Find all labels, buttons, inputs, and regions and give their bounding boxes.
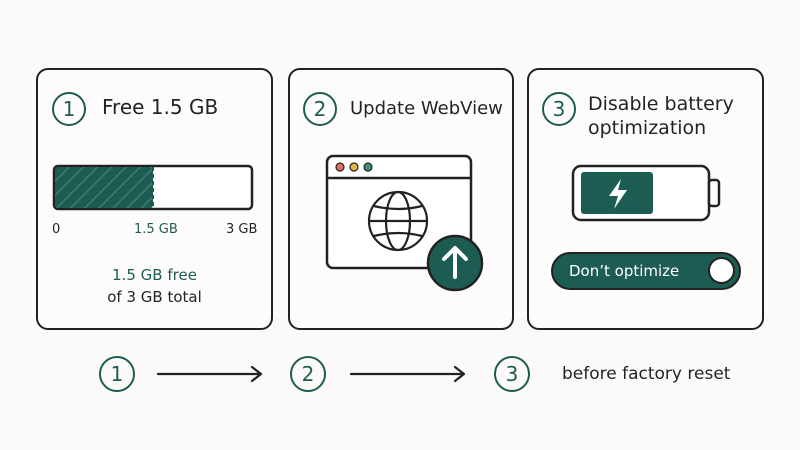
window-dot-close: [335, 162, 345, 172]
card-update-webview: 2 Update WebView: [288, 68, 514, 330]
toggle-knob[interactable]: [708, 257, 735, 284]
window-dot-minimize: [349, 162, 359, 172]
tick-label-start: 0: [52, 222, 61, 237]
step-number-badge: 2: [303, 92, 337, 126]
webview-graphic: [325, 154, 484, 292]
card-title: Disable battery optimization: [588, 92, 734, 140]
sequence-step-3: 3: [494, 356, 530, 392]
sequence-note: before factory reset: [562, 364, 731, 384]
card-title: Free 1.5 GB: [102, 95, 218, 119]
storage-used-fill: [55, 167, 153, 208]
step-number-badge: 3: [542, 92, 576, 126]
total-space-text: of 3 GB total: [107, 288, 202, 306]
card-disable-battery-optimization: 3 Disable battery optimization Don’t opt…: [527, 68, 764, 330]
card-title-line: Update WebView: [350, 98, 503, 119]
tick-label-mid: 1.5 GB: [134, 222, 178, 237]
free-space-text: 1.5 GB free: [112, 266, 197, 284]
battery-graphic: [571, 164, 721, 222]
card-title-line: Disable battery: [588, 93, 734, 115]
sequence-step-1: 1: [99, 356, 135, 392]
battery-bolt-icon: [571, 164, 721, 222]
arrow-right-icon: [156, 365, 263, 383]
tick-label-end: 3 GB: [226, 222, 258, 237]
toggle-label: Don’t optimize: [569, 262, 680, 280]
update-arrow-icon: [426, 234, 484, 292]
card-title-line: Free 1.5 GB: [102, 95, 219, 119]
dont-optimize-toggle[interactable]: Don’t optimize: [551, 252, 741, 290]
card-title-line: optimization: [588, 117, 707, 139]
globe-icon: [367, 190, 429, 252]
storage-bar-graphic: [52, 164, 254, 211]
step-number-badge: 1: [52, 92, 86, 126]
arrow-right-icon: [349, 365, 466, 383]
card-free-storage: 1 Free 1.5 GB 0 1.5 GB 3 GB 1.5 GB free …: [36, 68, 273, 330]
card-title: Update WebView: [350, 97, 503, 121]
browser-window-icon: [325, 154, 473, 270]
window-dot-maximize: [363, 162, 373, 172]
sequence-step-2: 2: [290, 356, 326, 392]
